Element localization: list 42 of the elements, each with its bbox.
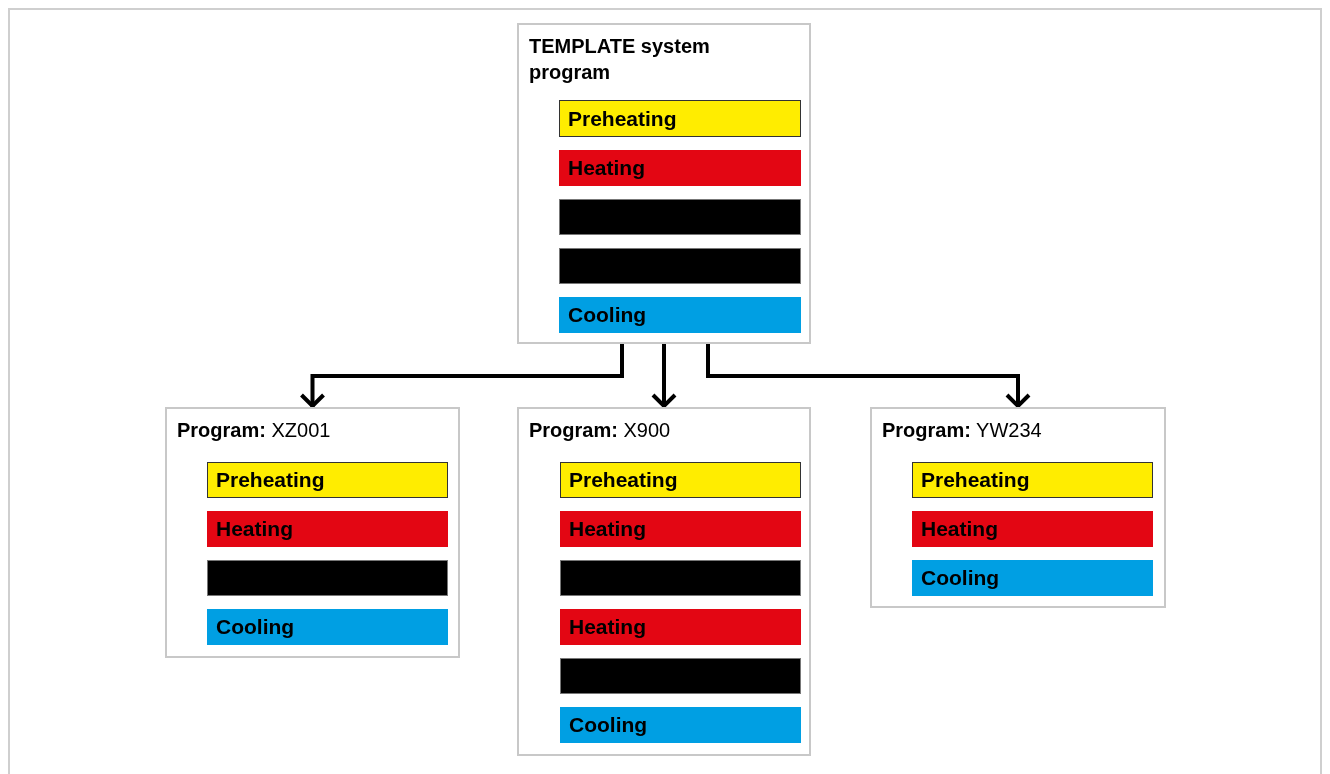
phase-label: Heating	[569, 517, 646, 541]
phase-label: Preheating	[921, 468, 1030, 492]
arrow	[706, 344, 1031, 408]
program-card	[517, 407, 811, 756]
phase-bar	[559, 297, 801, 333]
phase-label: Cooling	[569, 713, 648, 737]
program-card	[517, 23, 811, 344]
phase-label: Heating	[568, 156, 645, 180]
phase-bar	[207, 462, 448, 498]
phase-label: Preheating	[216, 468, 325, 492]
phase-label: Cooling	[216, 615, 295, 639]
arrow	[299, 344, 624, 408]
phase-bar	[912, 560, 1153, 596]
phase-bar	[560, 707, 801, 743]
phase-bar	[560, 511, 801, 547]
card-title: Program: YW234	[882, 418, 1043, 443]
empty-bar	[559, 248, 801, 284]
program-card	[165, 407, 460, 658]
phase-label: Cooling	[568, 303, 647, 327]
phase-bar	[559, 100, 801, 137]
phase-bar	[560, 609, 801, 645]
phase-label: Heating	[216, 517, 293, 541]
empty-bar	[559, 199, 801, 235]
phase-bar	[912, 511, 1153, 547]
phase-label: Heating	[569, 615, 646, 639]
phase-bar	[207, 511, 448, 547]
card-title: Program: XZ001	[177, 418, 332, 443]
card-title: Program: X900	[529, 418, 672, 443]
phase-bar	[207, 609, 448, 645]
phase-label: Preheating	[569, 468, 678, 492]
phase-label: Heating	[921, 517, 998, 541]
empty-bar	[560, 560, 801, 596]
empty-bar	[560, 658, 801, 694]
program-card	[870, 407, 1166, 608]
card-title: TEMPLATE system program	[529, 34, 711, 85]
empty-bar	[207, 560, 448, 596]
arrow	[651, 344, 677, 408]
phase-label: Preheating	[568, 106, 677, 131]
phase-bar	[559, 150, 801, 186]
phase-bar	[560, 462, 801, 498]
phase-label: Cooling	[921, 566, 1000, 590]
phase-bar	[912, 462, 1153, 498]
